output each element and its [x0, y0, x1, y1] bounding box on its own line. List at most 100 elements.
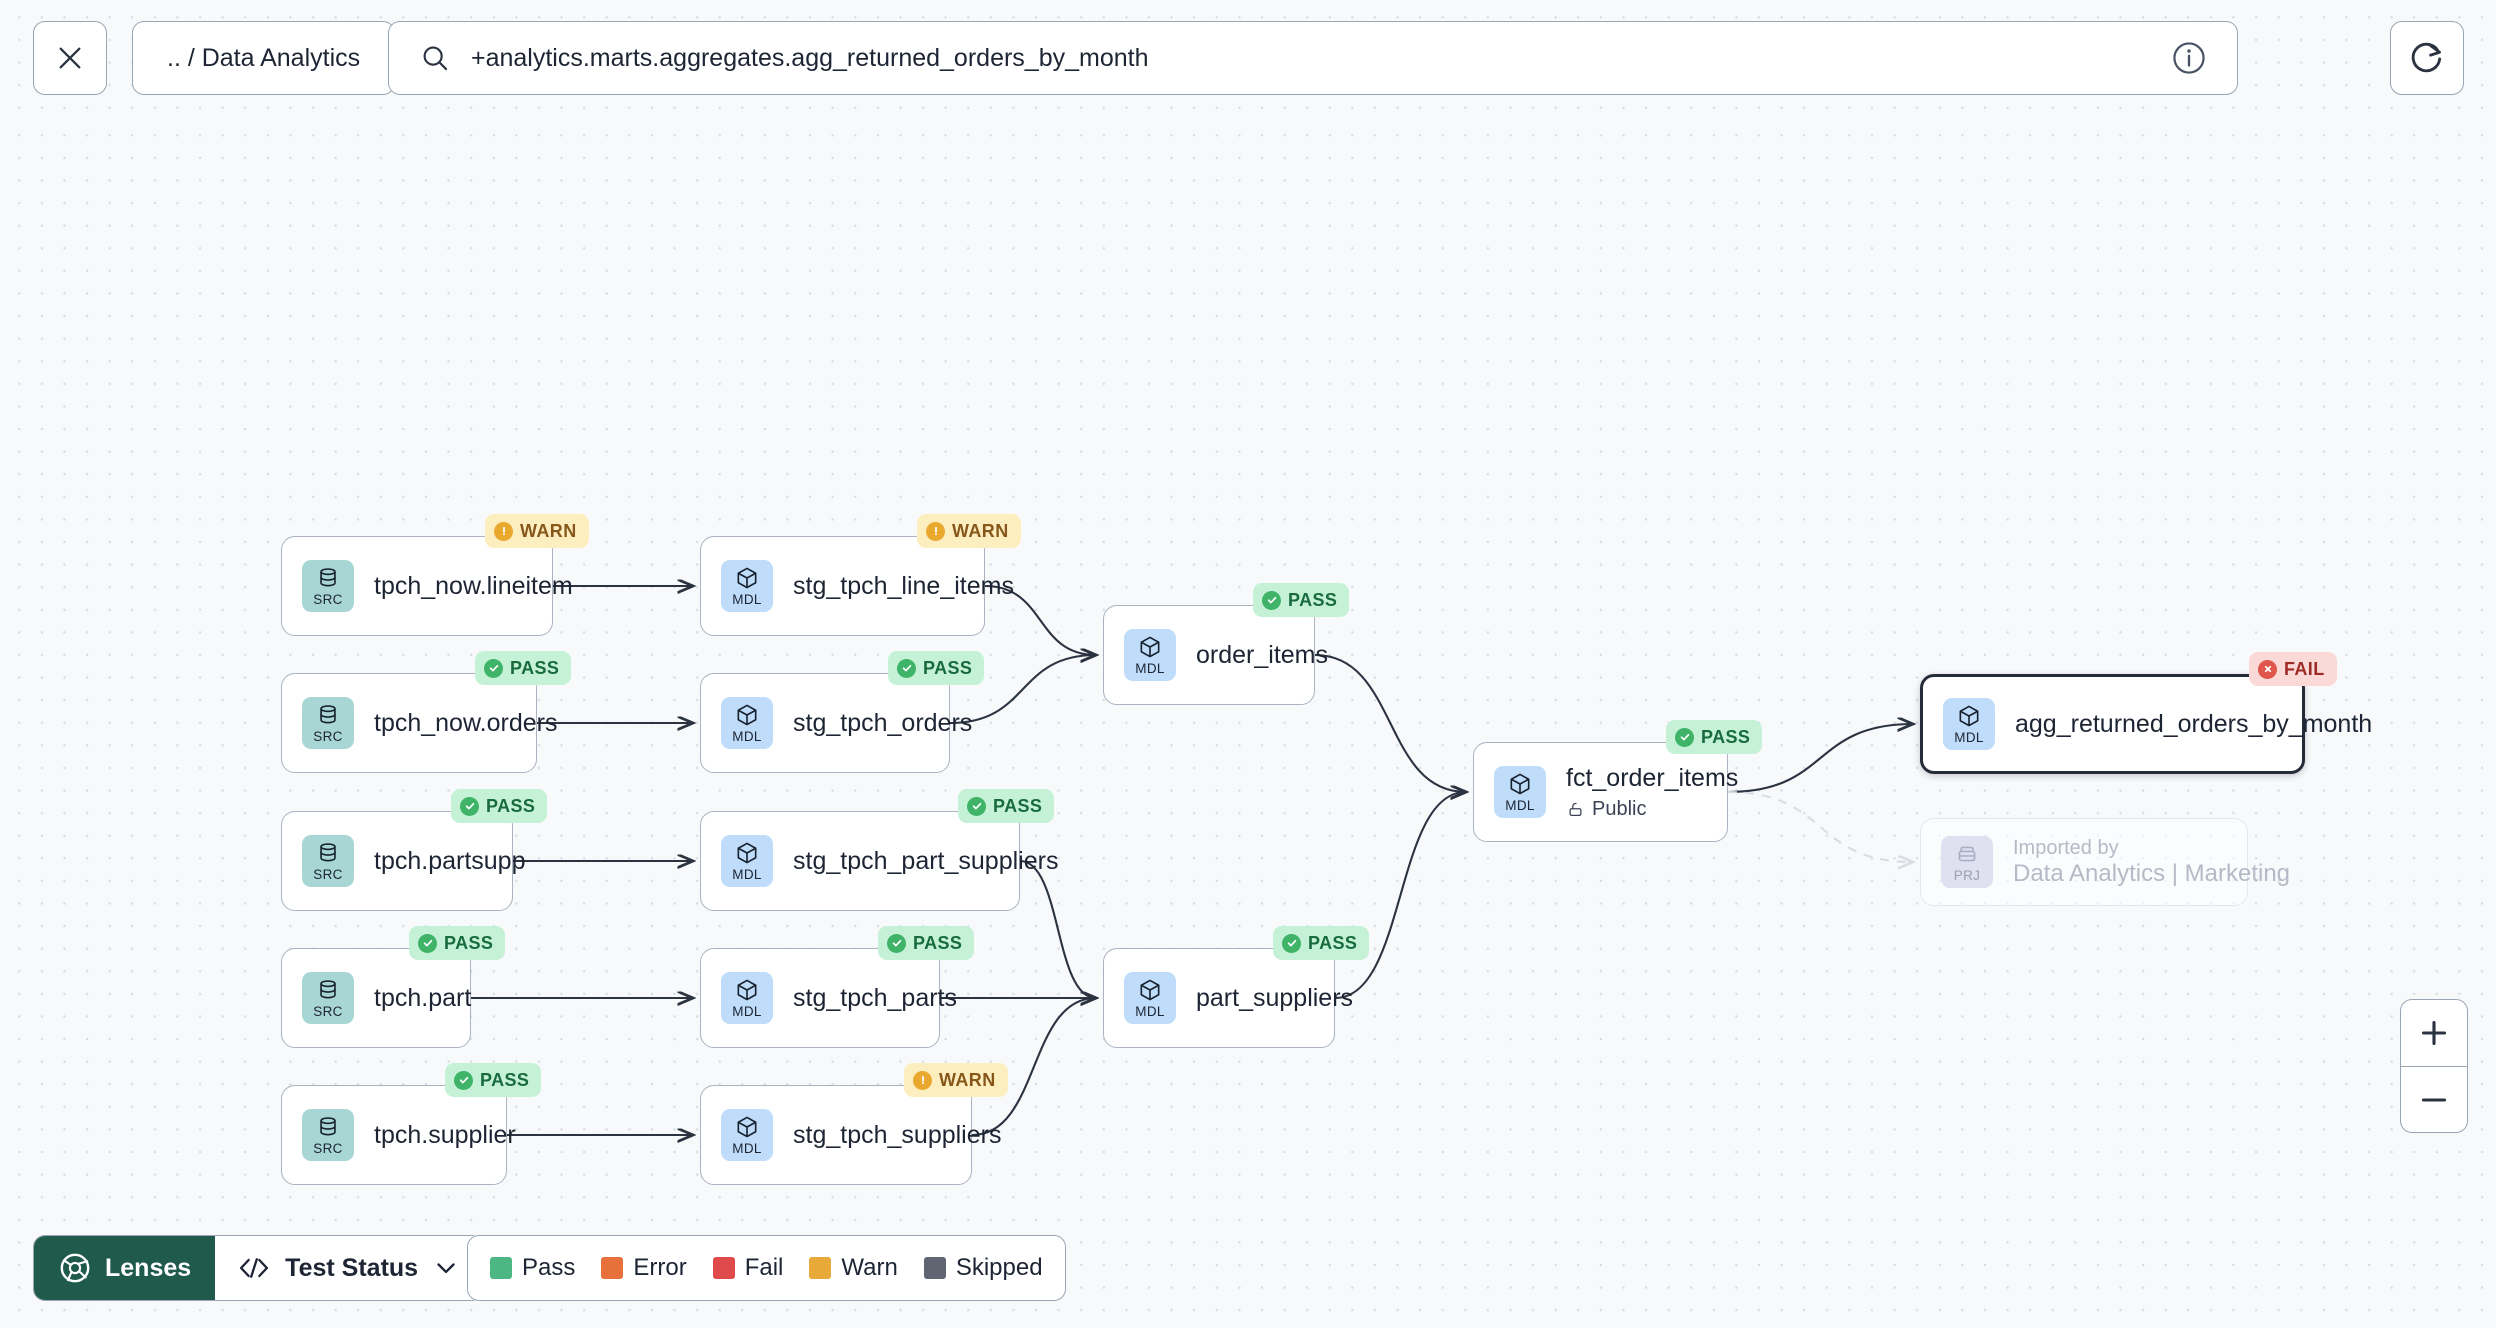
graph-node-src_orders[interactable]: SRC tpch_now.orders — [281, 673, 558, 773]
status-badge-label: WARN — [520, 520, 577, 541]
graph-node-stg_line_items[interactable]: MDL stg_tpch_line_items — [700, 536, 1014, 636]
legend-item-pass[interactable]: Pass — [490, 1254, 575, 1282]
cube-icon — [737, 704, 757, 726]
cube-icon — [1510, 773, 1530, 795]
search-input[interactable]: +analytics.marts.aggregates.agg_returned… — [388, 21, 2238, 95]
node-type-icon-src: SRC — [302, 560, 354, 612]
node-type-icon-mdl: MDL — [1124, 972, 1176, 1024]
lineage-canvas[interactable]: SRC tpch_now.lineitem WARN SRC tpch_now.… — [0, 118, 2496, 1328]
legend-swatch-skipped — [923, 1257, 946, 1279]
node-title: stg_tpch_part_suppliers — [793, 846, 1059, 875]
cube-icon — [1959, 705, 1979, 727]
lenses-label: Lenses — [105, 1253, 192, 1282]
node-text: stg_tpch_line_items — [793, 571, 1014, 601]
cube-icon — [737, 842, 757, 864]
status-badge-label: PASS — [993, 795, 1043, 816]
info-button[interactable] — [2169, 38, 2209, 78]
status-legend: Pass Error Fail Warn Skipped — [467, 1235, 1066, 1301]
legend-label: Fail — [744, 1254, 784, 1281]
status-badge-label: FAIL — [2284, 658, 2325, 679]
node-text: part_suppliers — [1196, 983, 1354, 1013]
test-status-dropdown[interactable]: Test Status — [215, 1236, 483, 1300]
breadcrumb[interactable]: .. / Data Analytics — [132, 21, 396, 95]
node-text: agg_returned_orders_by_month — [2015, 709, 2373, 739]
warn-dot-icon — [926, 521, 945, 541]
status-badge-label: PASS — [510, 657, 560, 678]
node-type-icon-src: SRC — [302, 697, 354, 749]
node-title: fct_order_items — [1566, 763, 1739, 792]
status-badge-label: PASS — [923, 657, 973, 678]
graph-node-agg_returned[interactable]: MDL agg_returned_orders_by_month — [1920, 674, 2373, 774]
status-badge-label: WARN — [952, 520, 1009, 541]
legend-item-error[interactable]: Error — [601, 1254, 687, 1282]
graph-node-src_lineitem[interactable]: SRC tpch_now.lineitem — [281, 536, 573, 636]
pass-dot-icon — [1262, 590, 1281, 610]
node-text: tpch.partsupp — [374, 847, 526, 876]
node-text: tpch_now.orders — [374, 708, 558, 738]
legend-label: Pass — [522, 1254, 576, 1281]
database-icon — [320, 568, 336, 587]
status-badge-pass: PASS — [878, 926, 975, 960]
pass-dot-icon — [897, 658, 916, 678]
status-badge-pass: PASS — [1253, 583, 1350, 617]
project-icon — [1958, 846, 1976, 862]
node-title: tpch_now.orders — [374, 708, 558, 737]
legend-item-warn[interactable]: Warn — [809, 1254, 898, 1282]
node-type-icon-prj: PRJ — [1941, 836, 1993, 888]
database-icon — [320, 843, 336, 862]
zoom-out-button[interactable] — [2401, 1066, 2467, 1132]
status-badge-pass: PASS — [445, 1063, 542, 1097]
legend-item-skipped[interactable]: Skipped — [923, 1254, 1043, 1282]
graph-node-stg_orders[interactable]: MDL stg_tpch_orders — [700, 673, 972, 773]
graph-node-fct_order_items[interactable]: MDL fct_order_items Public — [1473, 742, 1739, 842]
node-title: stg_tpch_parts — [793, 983, 957, 1012]
graph-node-stg_suppliers[interactable]: MDL stg_tpch_suppliers — [700, 1085, 1001, 1185]
close-button[interactable] — [33, 21, 107, 95]
graph-node-order_items[interactable]: MDL order_items — [1103, 605, 1328, 705]
node-title: stg_tpch_line_items — [793, 571, 1014, 600]
database-icon — [320, 705, 336, 724]
node-text: tpch_now.lineitem — [374, 571, 573, 601]
status-badge-pass: PASS — [1273, 926, 1370, 960]
cube-icon — [737, 979, 757, 1001]
status-badge-fail: FAIL — [2249, 652, 2337, 686]
node-supertitle: Imported by — [2013, 836, 2119, 859]
pass-dot-icon — [1675, 727, 1694, 747]
legend-item-fail[interactable]: Fail — [712, 1254, 784, 1282]
node-title: part_suppliers — [1196, 983, 1354, 1012]
fail-dot-icon — [2258, 659, 2277, 679]
node-title: tpch_now.lineitem — [374, 571, 573, 600]
cube-icon — [1140, 636, 1160, 658]
search-value[interactable]: +analytics.marts.aggregates.agg_returned… — [471, 43, 1149, 72]
status-badge-pass: PASS — [1666, 720, 1763, 754]
pass-dot-icon — [418, 933, 437, 953]
status-badge-pass: PASS — [451, 789, 548, 823]
legend-label: Warn — [841, 1254, 898, 1281]
graph-node-stg_parts[interactable]: MDL stg_tpch_parts — [700, 948, 957, 1048]
node-type-icon-mdl: MDL — [1943, 698, 1995, 750]
lenses-button[interactable]: Lenses — [34, 1236, 216, 1300]
node-title: tpch.supplier — [374, 1120, 516, 1149]
status-badge-label: WARN — [939, 1069, 996, 1090]
database-icon — [320, 980, 336, 999]
pass-dot-icon — [454, 1070, 473, 1090]
legend-swatch-fail — [712, 1257, 735, 1279]
graph-node-part_suppliers[interactable]: MDL part_suppliers — [1103, 948, 1354, 1048]
zoom-in-button[interactable] — [2401, 1000, 2467, 1066]
search-icon — [423, 46, 448, 71]
code-icon — [240, 1258, 269, 1278]
node-title: agg_returned_orders_by_month — [2015, 709, 2373, 738]
graph-node-src_supplier[interactable]: SRC tpch.supplier — [281, 1085, 516, 1185]
status-badge-label: PASS — [1701, 726, 1751, 747]
node-type-icon-mdl: MDL — [1124, 629, 1176, 681]
cube-icon — [737, 567, 757, 589]
graph-node-stg_part_sup[interactable]: MDL stg_tpch_part_suppliers — [700, 811, 1059, 911]
graph-node-src_part[interactable]: SRC tpch.part — [281, 948, 471, 1048]
toolbar: .. / Data Analytics +analytics.marts.agg… — [0, 0, 2496, 118]
graph-node-src_partsupp[interactable]: SRC tpch.partsupp — [281, 811, 526, 911]
status-badge-label: PASS — [913, 932, 963, 953]
status-badge-pass: PASS — [888, 651, 985, 685]
refresh-button[interactable] — [2390, 21, 2464, 95]
